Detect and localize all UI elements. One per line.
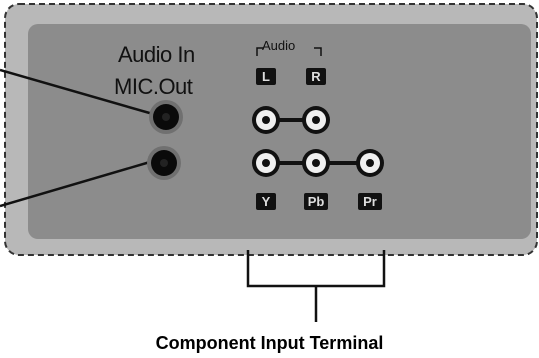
audio-group-label: Audio	[262, 38, 296, 53]
rca-jack-l	[252, 106, 280, 134]
audio-in-label: Audio In	[118, 42, 195, 67]
panel-face	[28, 24, 531, 239]
mic-out-label: MIC.Out	[114, 74, 193, 99]
rca-jack-pr	[356, 149, 384, 177]
audio-bracket	[256, 47, 322, 56]
component-y-badge: Y	[256, 193, 276, 210]
rca-jack-y	[252, 149, 280, 177]
callout-line-audio-in	[0, 68, 161, 118]
component-input-caption: Component Input Terminal	[155, 333, 384, 353]
component-pb-badge: Pb	[304, 193, 328, 210]
callout-line-mic-out	[0, 160, 151, 208]
channel-l-badge: L	[256, 68, 276, 85]
audio-in-jack	[149, 100, 183, 134]
rca-jack-pb	[302, 149, 330, 177]
component-pr-badge: Pr	[358, 193, 382, 210]
mic-out-jack	[147, 146, 181, 180]
channel-r-badge: R	[306, 68, 326, 85]
rca-jack-r	[302, 106, 330, 134]
